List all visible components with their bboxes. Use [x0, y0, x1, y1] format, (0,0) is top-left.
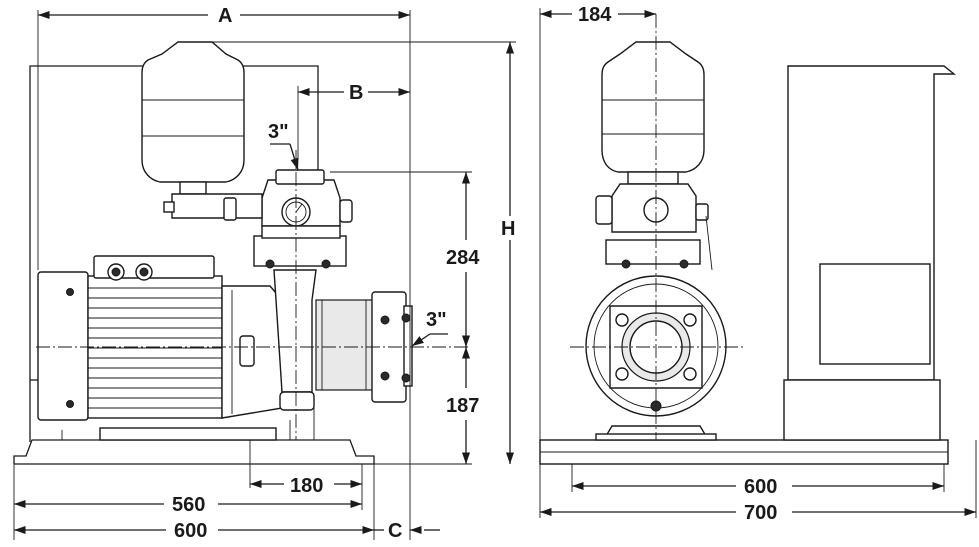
side-control-cabinet: [783, 65, 956, 441]
side-view: [539, 14, 956, 465]
dimension-h-label: H: [501, 218, 515, 240]
dimension-700-label: 700: [744, 502, 777, 524]
front-motor: [37, 255, 283, 421]
front-pressure-tank: [141, 41, 263, 221]
front-dimensions: A B H 284 187 3" 3" 180: [13, 5, 516, 542]
dimension-c-label: C: [388, 520, 402, 542]
front-pump-body: [273, 269, 413, 411]
motor-bolt-icon: [66, 400, 74, 408]
dimension-184-label: 184: [578, 4, 612, 26]
inlet-size-label: 3": [268, 121, 289, 143]
cabinet-panel: [819, 263, 931, 365]
outlet-size-label: 3": [426, 309, 447, 331]
dimension-560-label: 560: [172, 494, 205, 516]
dimension-187-label: 187: [446, 395, 479, 417]
motor-bolt-icon: [66, 288, 74, 296]
dimension-600-side-label: 600: [744, 476, 777, 498]
dimension-b-label: B: [349, 82, 363, 104]
dimension-180-label: 180: [290, 475, 323, 497]
dimension-600-front-label: 600: [174, 520, 207, 542]
side-pressure-tank: [601, 41, 705, 185]
dimension-a-label: A: [218, 5, 232, 27]
side-manifold: [595, 183, 713, 271]
front-view: [13, 41, 470, 465]
side-dimensions: 184 600 700: [539, 4, 977, 524]
front-base-plate: [13, 405, 375, 465]
dimension-284-label: 284: [446, 247, 480, 269]
front-manifold: [253, 169, 353, 269]
